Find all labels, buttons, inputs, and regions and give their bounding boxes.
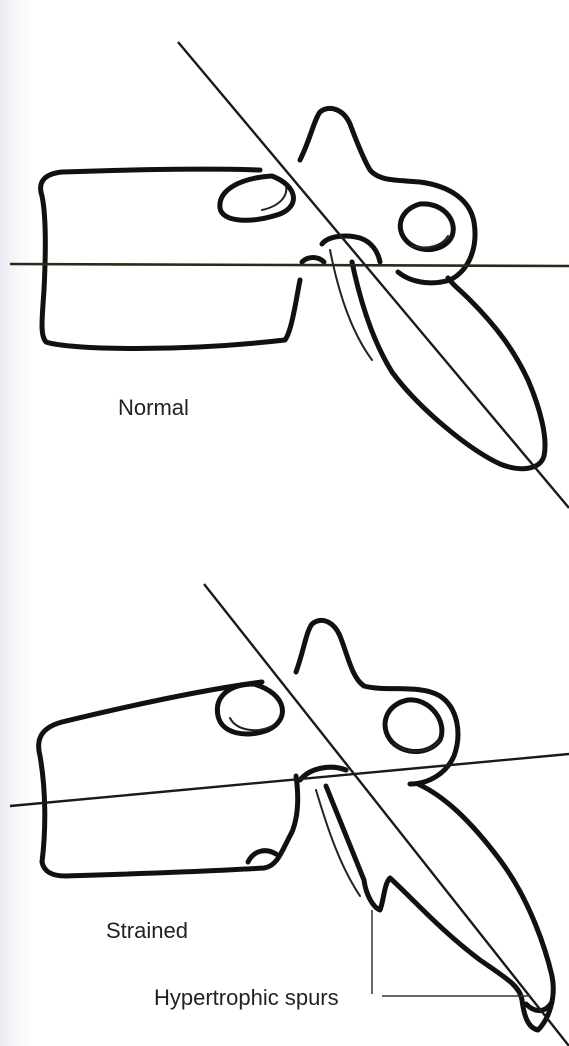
normal-facet-inner bbox=[262, 186, 286, 210]
normal-transverse-oval bbox=[400, 204, 453, 250]
strained-horizontal-line bbox=[10, 754, 569, 806]
strained-body-spur bbox=[248, 851, 276, 862]
strained-facet-inner bbox=[230, 718, 272, 730]
normal-horizontal-line bbox=[10, 264, 569, 266]
strained-spinous-process bbox=[326, 784, 553, 1030]
hypertrophic-spurs-label: Hypertrophic spurs bbox=[154, 985, 339, 1011]
normal-oblique-line bbox=[178, 42, 569, 508]
strained-pedicle bbox=[296, 620, 458, 784]
strained-spinous-inner bbox=[316, 790, 360, 896]
normal-vertebra bbox=[10, 42, 569, 508]
normal-vertebral-body bbox=[41, 169, 300, 348]
strained-vertebral-body bbox=[39, 682, 298, 876]
normal-label: Normal bbox=[118, 395, 189, 421]
strained-oblique-line bbox=[204, 584, 569, 1046]
strained-vertebra bbox=[10, 584, 569, 1046]
normal-pedicle bbox=[300, 108, 475, 282]
strained-label: Strained bbox=[106, 918, 188, 944]
normal-disc-bump bbox=[302, 258, 324, 263]
